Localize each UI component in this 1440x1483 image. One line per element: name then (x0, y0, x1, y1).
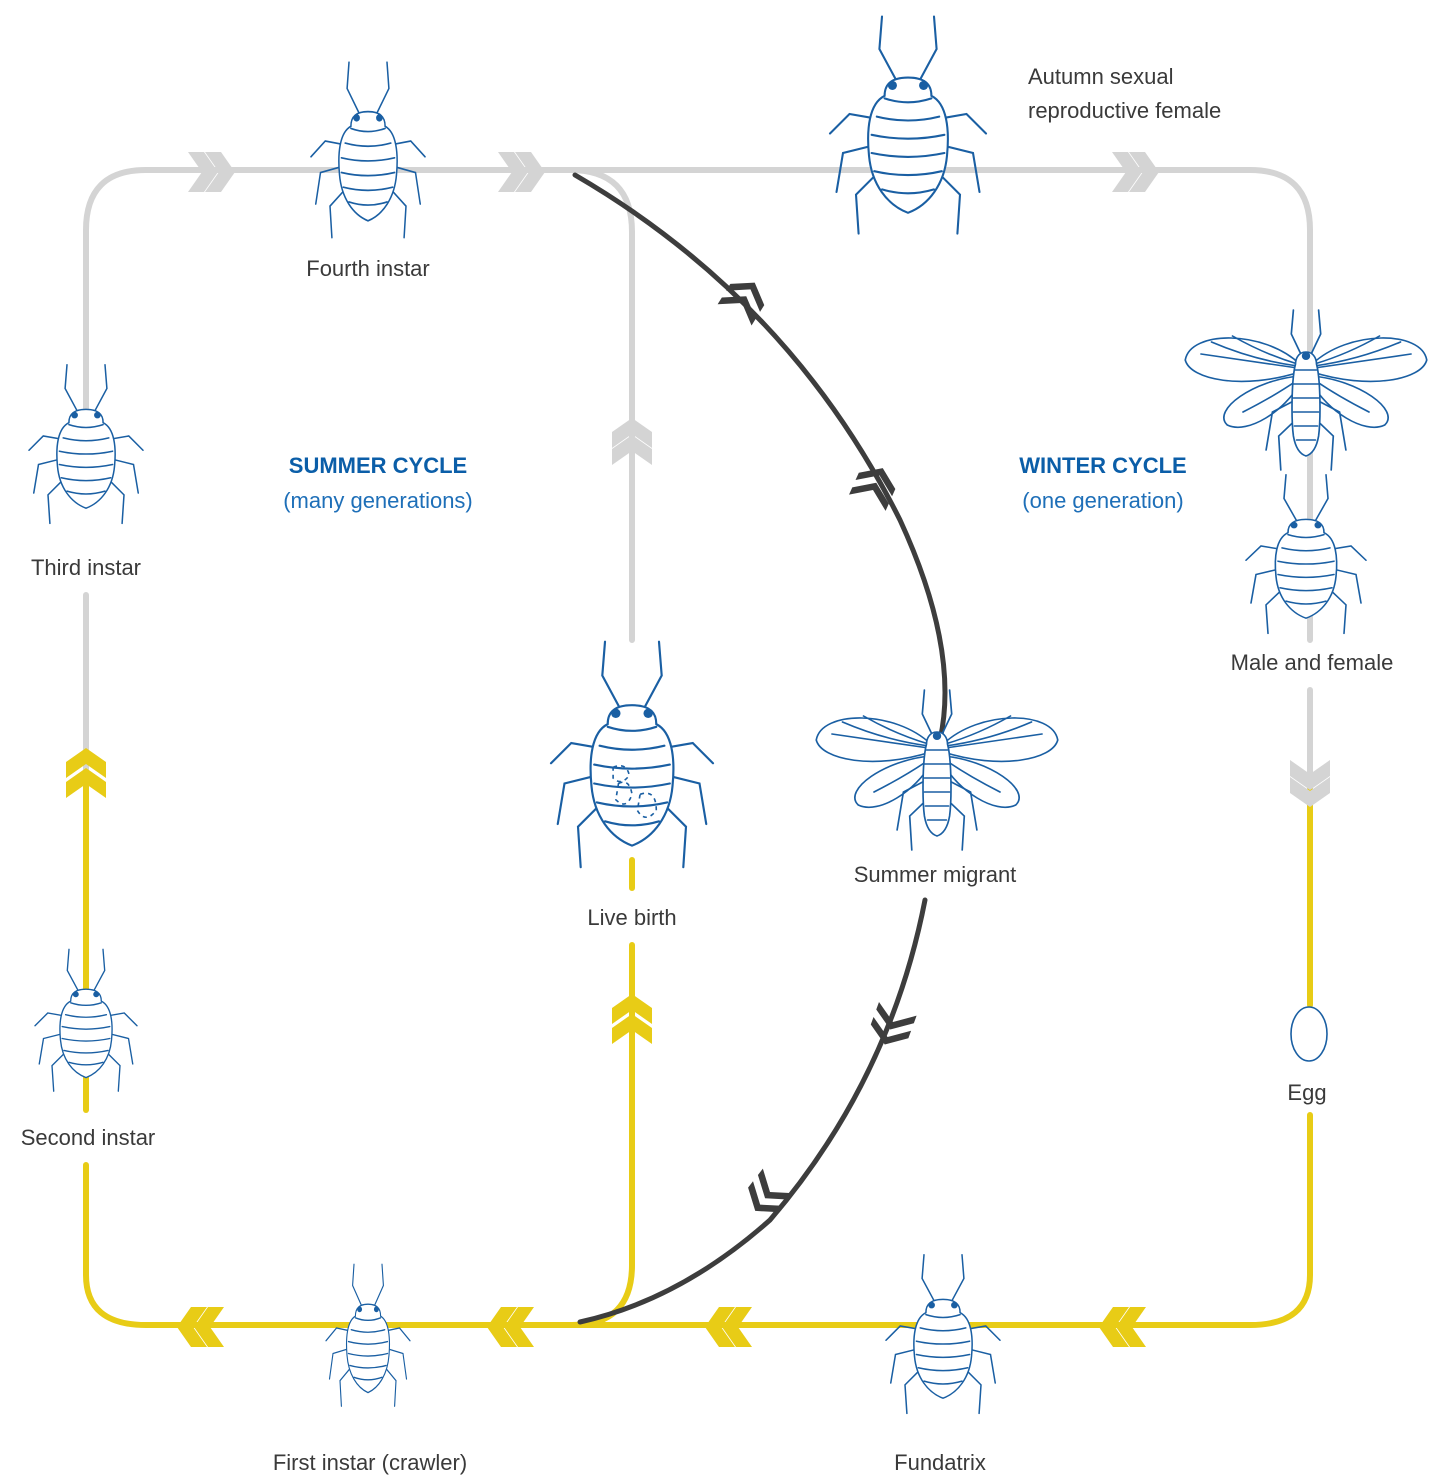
label-third-instar: Third instar (31, 555, 141, 580)
fundatrix-aphid-icon (886, 1255, 1000, 1414)
label-live-birth: Live birth (587, 905, 676, 930)
egg-icon (1291, 1007, 1327, 1061)
first-instar-aphid-icon (326, 1264, 410, 1406)
label-second-instar: Second instar (21, 1125, 156, 1150)
fourth-instar-aphid-icon (311, 62, 425, 237)
label-autumn-female-line2: reproductive female (1028, 98, 1221, 123)
label-egg: Egg (1287, 1080, 1326, 1105)
label-autumn-female-line1: Autumn sexual (1028, 64, 1174, 89)
label-fundatrix: Fundatrix (894, 1450, 986, 1475)
summer-cycle-title: SUMMER CYCLE (289, 453, 467, 478)
arrows-yellow (66, 748, 1146, 1347)
live-birth-aphid-icon (551, 642, 713, 867)
winter-cycle-title: WINTER CYCLE (1019, 453, 1186, 478)
yellow-paths (86, 780, 1310, 1325)
label-summer-migrant: Summer migrant (854, 862, 1017, 887)
male-winged-aphid-icon (1185, 310, 1427, 470)
arrows-grey (188, 152, 1330, 807)
label-fourth-instar: Fourth instar (306, 256, 430, 281)
female-aphid-icon (1246, 475, 1366, 634)
label-first-instar: First instar (crawler) (273, 1450, 467, 1475)
winter-cycle-subtitle: (one generation) (1022, 488, 1183, 513)
autumn-female-aphid-icon (830, 17, 986, 234)
summer-cycle-subtitle: (many generations) (283, 488, 473, 513)
label-male-and-female: Male and female (1231, 650, 1394, 675)
summer-migrant-winged-aphid-icon (816, 690, 1058, 850)
